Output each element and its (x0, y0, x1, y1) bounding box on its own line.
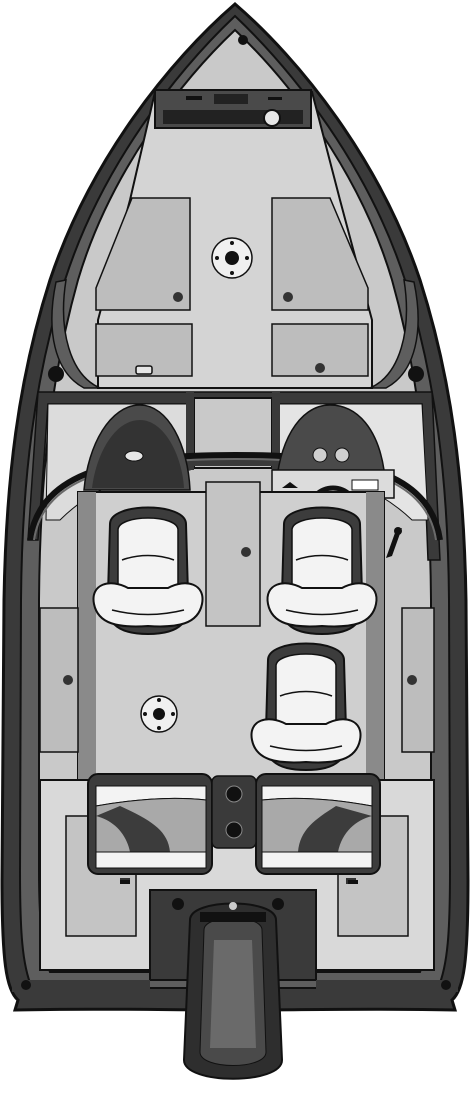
hatch-latch-icon (63, 675, 73, 685)
hatch-front-left (95, 197, 191, 311)
hatch-handle-icon (135, 365, 153, 375)
walkthrough-door-frame (272, 392, 280, 470)
switch-panel-icon (351, 479, 379, 491)
gauge-icon (312, 447, 328, 463)
windshield-rail (27, 451, 443, 541)
hatch-front-right (271, 197, 369, 311)
bench-seat-left (87, 773, 213, 875)
cleat-icon (186, 96, 202, 100)
stern-light-icon (21, 980, 31, 990)
hatch-latch-icon (173, 292, 183, 302)
seat-hinge-icon (348, 880, 358, 884)
coaming-right (369, 279, 419, 389)
cockpit (39, 481, 435, 781)
outboard-motor-icon (182, 902, 284, 1080)
captain-seat (266, 506, 378, 636)
seat-pedestal-base-icon (140, 695, 178, 733)
deck-drain-icon (263, 109, 281, 127)
center-storage-hatch (205, 481, 261, 627)
hatch-latch-icon (407, 675, 417, 685)
windshield-rail-inner (33, 457, 437, 541)
hatch-latch-icon (283, 292, 293, 302)
throttle-lever-icon (386, 527, 402, 558)
walkthrough-door-frame (186, 392, 194, 470)
hatch-latch-icon (315, 363, 325, 373)
anchor-locker-slot (163, 110, 303, 124)
walkthrough-door-frame (186, 456, 280, 466)
glovebox-icon (124, 450, 144, 462)
rod-holder-icon (408, 366, 424, 382)
helm-console-dash (275, 404, 385, 491)
fishing-seat (250, 642, 362, 772)
hatch-latch-icon (241, 547, 251, 557)
vent-icon (268, 97, 282, 100)
switch-panel-icon (214, 94, 248, 104)
helm-console (271, 404, 402, 558)
ignition-icon (282, 482, 298, 488)
rear-deck (39, 773, 435, 971)
seat-hinge-icon (120, 880, 130, 884)
rod-holder-icon (48, 366, 64, 382)
bow-light-icon (238, 35, 248, 45)
transom-fitting-icon (272, 898, 284, 910)
side-storage-right (401, 607, 435, 753)
passenger-console (83, 404, 191, 491)
bench-seat-right (255, 773, 381, 875)
gauge-icon (334, 447, 350, 463)
bow-casting-deck (48, 89, 424, 389)
stern-light-icon (441, 980, 451, 990)
passenger-seat (92, 506, 204, 636)
pedestal-base-icon (211, 237, 253, 279)
livewell-icon (211, 775, 257, 849)
transom-fitting-icon (172, 898, 184, 910)
coaming-left (51, 279, 101, 389)
